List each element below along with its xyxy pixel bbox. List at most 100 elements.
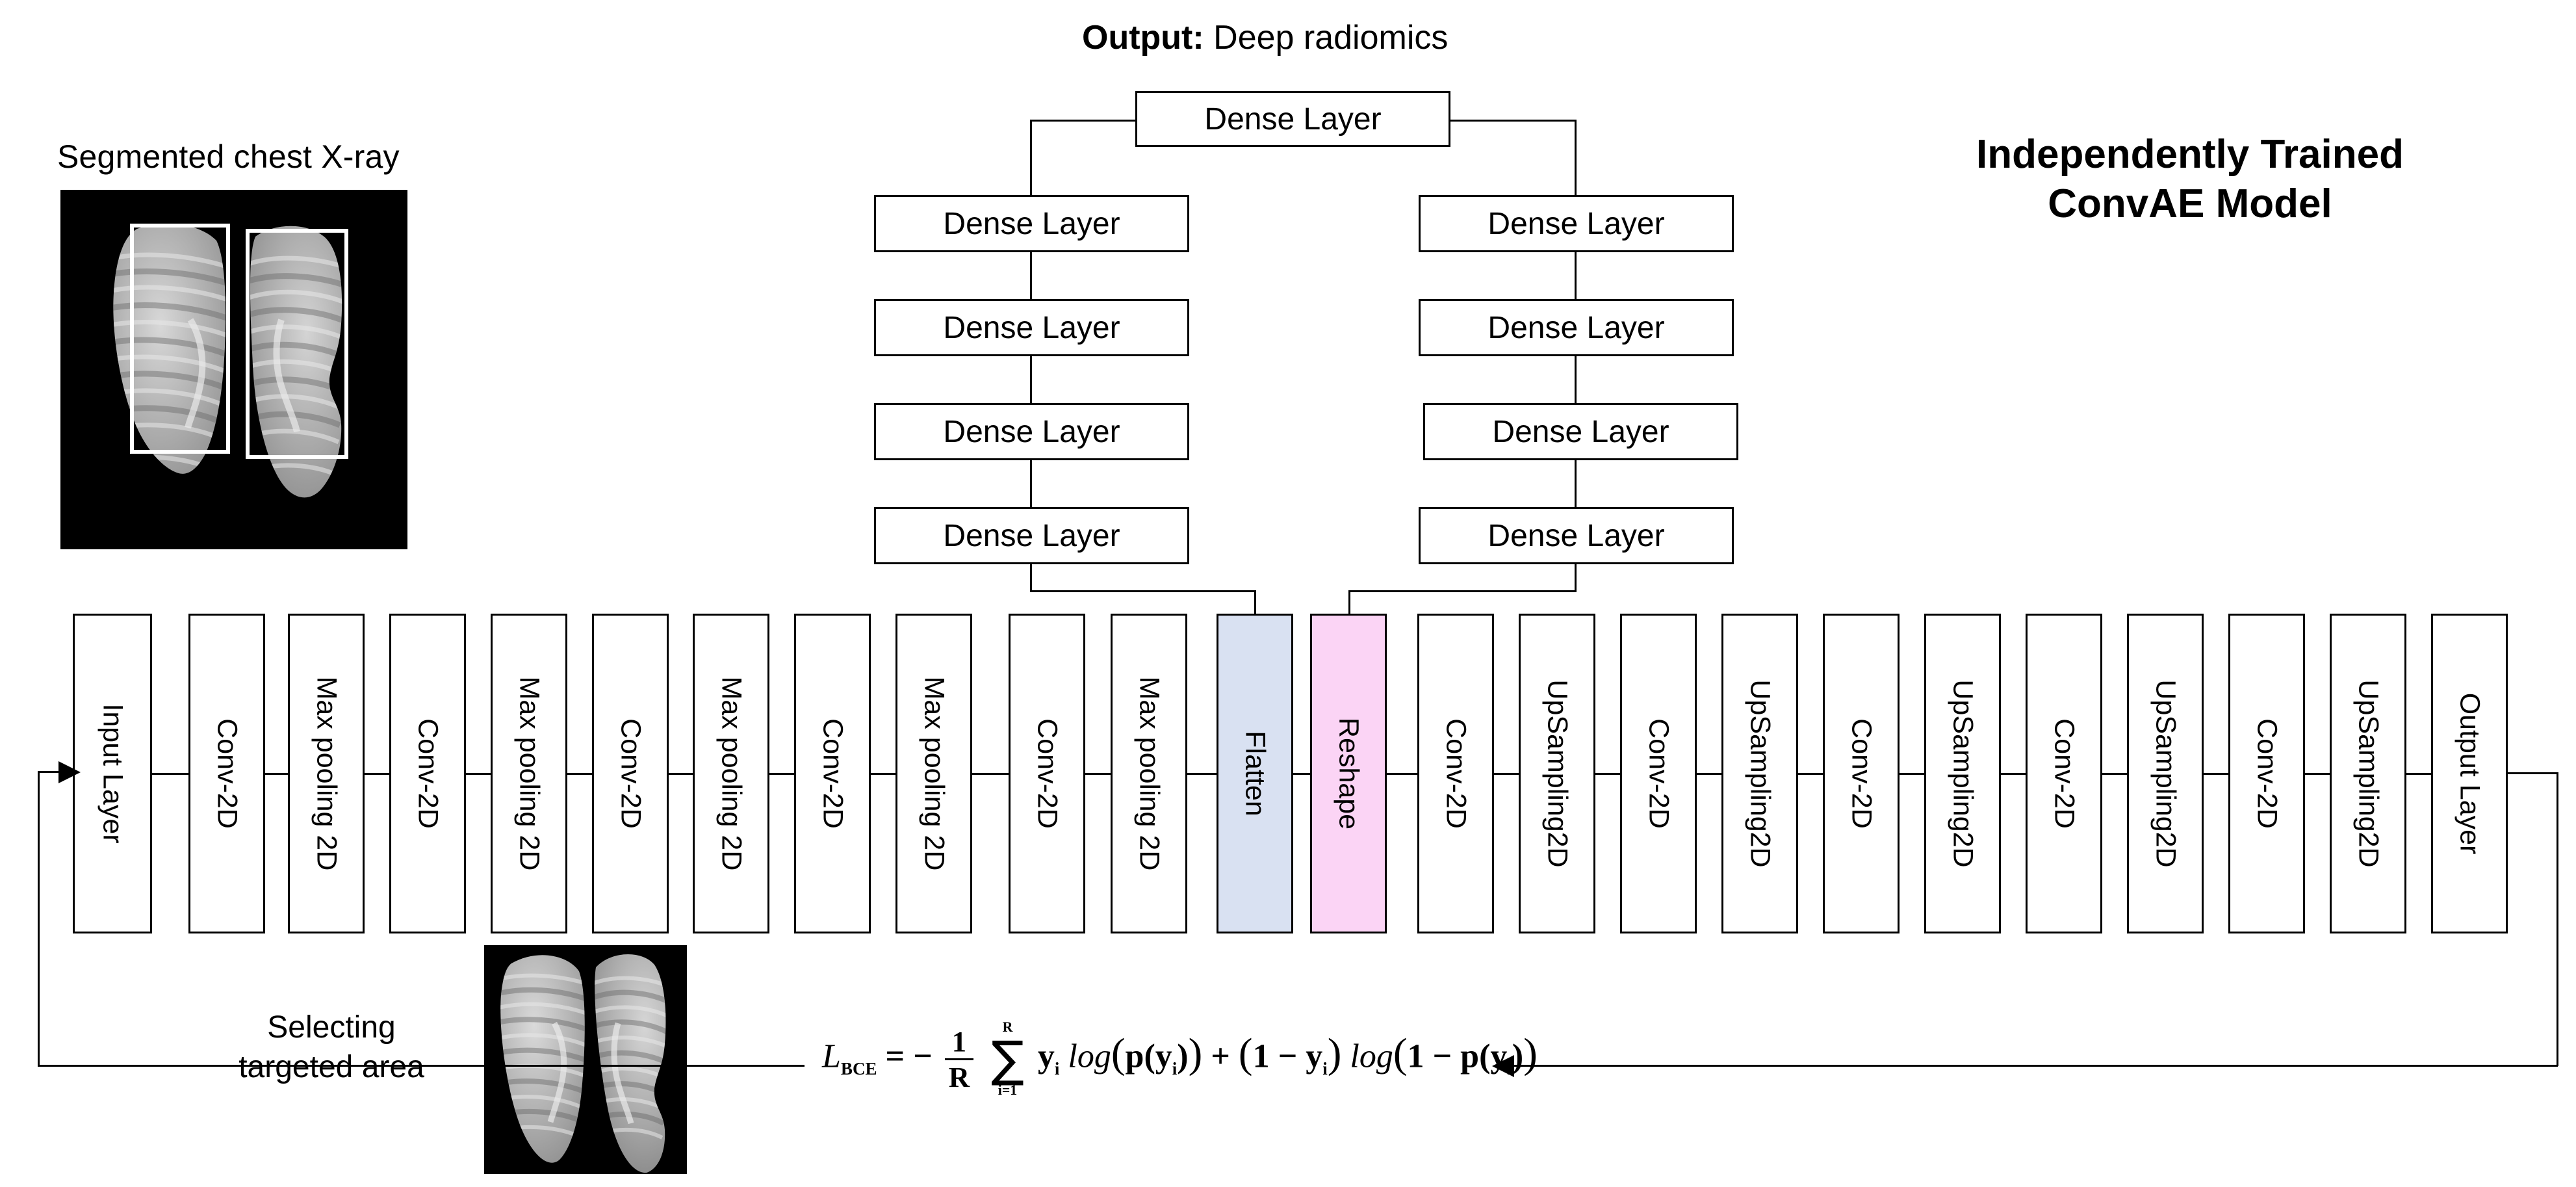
- segmented-xray-caption: Segmented chest X-ray: [57, 138, 400, 175]
- layer-box-conv-2d-21[interactable]: Conv-2D: [2228, 614, 2305, 933]
- cropped-lungs-svg: [484, 945, 687, 1174]
- layer-label: Max pooling 2D: [918, 676, 950, 871]
- connector-decoder-to-reshape-h: [1348, 590, 1577, 592]
- loss-frac-numerator: 1: [944, 1024, 974, 1061]
- layer-label: UpSampling2D: [1744, 679, 1776, 868]
- dense-layer-decoder-2[interactable]: Dense Layer: [1419, 299, 1734, 356]
- connector-layer-16-17: [1798, 773, 1823, 775]
- connector-layer-11-12: [1293, 773, 1310, 775]
- connector-decoder-2-3: [1575, 356, 1577, 404]
- cropped-lungs-xray-image: [484, 945, 687, 1174]
- connector-encoder-to-flatten-v1: [1030, 564, 1032, 592]
- layer-box-conv-2d-13[interactable]: Conv-2D: [1417, 614, 1494, 933]
- layer-box-flatten-11[interactable]: Flatten: [1217, 614, 1293, 933]
- title-line-1: Independently Trained: [1976, 132, 2404, 177]
- layer-label: Conv-2D: [615, 718, 647, 829]
- loss-sum-symbol: ∑: [991, 1030, 1024, 1088]
- layer-box-conv-2d-9[interactable]: Conv-2D: [1009, 614, 1085, 933]
- dense-layer-encoder-2[interactable]: Dense Layer: [874, 299, 1189, 356]
- loss-y-1-sub: i: [1054, 1058, 1060, 1078]
- layer-box-conv-2d-7[interactable]: Conv-2D: [794, 614, 871, 933]
- loss-log-2: log: [1350, 1037, 1393, 1075]
- dense-layer-encoder-1-label: Dense Layer: [943, 206, 1120, 241]
- dense-layer-decoder-1[interactable]: Dense Layer: [1419, 195, 1734, 252]
- output-deep-radiomics-label: Output: Deep radiomics: [1082, 18, 1448, 57]
- layer-box-upsampling2d-18[interactable]: UpSampling2D: [1924, 614, 2001, 933]
- connector-layer-1-2: [265, 773, 288, 775]
- connector-layer-0-1: [152, 773, 188, 775]
- connector-decoder-1-2: [1575, 252, 1577, 300]
- loss-y-4: y: [1490, 1037, 1508, 1075]
- dense-layer-top-label: Dense Layer: [1204, 101, 1382, 137]
- connector-return-into-input-h: [38, 771, 64, 773]
- lung-bbox-left: [130, 224, 230, 454]
- output-suffix: Deep radiomics: [1204, 19, 1449, 57]
- loss-one-2: 1: [1407, 1037, 1424, 1075]
- connector-layer-12-13: [1387, 773, 1417, 775]
- loss-minus-3: −: [1432, 1037, 1452, 1075]
- connector-output-down-v: [2557, 772, 2558, 1066]
- loss-one-1: 1: [1252, 1037, 1270, 1075]
- layer-box-upsampling2d-22[interactable]: UpSampling2D: [2330, 614, 2406, 933]
- segmented-chest-xray-image: [60, 190, 407, 549]
- layer-box-upsampling2d-14[interactable]: UpSampling2D: [1519, 614, 1595, 933]
- connector-layer-9-10: [1085, 773, 1111, 775]
- connector-layer-22-23: [2406, 773, 2431, 775]
- layer-label: UpSampling2D: [2150, 679, 2182, 868]
- layer-box-conv-2d-1[interactable]: Conv-2D: [188, 614, 265, 933]
- loss-p-1: p: [1125, 1037, 1144, 1075]
- loss-log-1: log: [1068, 1037, 1111, 1075]
- dense-layer-encoder-4[interactable]: Dense Layer: [874, 507, 1189, 564]
- connector-top-to-decoder-h: [1449, 120, 1577, 122]
- dense-layer-encoder-3-label: Dense Layer: [943, 414, 1120, 449]
- loss-arrow-head: [1492, 1055, 1514, 1077]
- layer-box-conv-2d-3[interactable]: Conv-2D: [389, 614, 466, 933]
- title-line-2: ConvAE Model: [2048, 181, 2332, 226]
- connector-decoder-to-reshape-v2: [1348, 590, 1350, 615]
- layer-box-max-pooling-2d-4[interactable]: Max pooling 2D: [491, 614, 567, 933]
- layer-box-max-pooling-2d-2[interactable]: Max pooling 2D: [288, 614, 365, 933]
- dense-layer-decoder-3[interactable]: Dense Layer: [1423, 403, 1738, 460]
- loss-frac-denominator: R: [948, 1061, 970, 1094]
- bce-loss-formula: LBCE = − 1 R R ∑ i=1 yi log(p(yi)) + (1 …: [822, 1019, 1538, 1099]
- dense-layer-encoder-1[interactable]: Dense Layer: [874, 195, 1189, 252]
- layer-box-conv-2d-15[interactable]: Conv-2D: [1620, 614, 1697, 933]
- layer-box-upsampling2d-20[interactable]: UpSampling2D: [2127, 614, 2204, 933]
- loss-minus-2: −: [1278, 1037, 1298, 1075]
- connector-layer-20-21: [2204, 773, 2228, 775]
- dense-layer-encoder-3[interactable]: Dense Layer: [874, 403, 1189, 460]
- connector-top-to-encoder-h: [1030, 120, 1137, 122]
- loss-sum-lower: i=1: [998, 1082, 1018, 1099]
- connector-layer-5-6: [669, 773, 693, 775]
- connector-return-bottom-h: [38, 1065, 805, 1067]
- layer-box-max-pooling-2d-6[interactable]: Max pooling 2D: [693, 614, 769, 933]
- connector-encoder-1-2: [1030, 252, 1032, 300]
- connector-top-to-encoder-v: [1030, 120, 1032, 196]
- dense-layer-decoder-4[interactable]: Dense Layer: [1419, 507, 1734, 564]
- layer-box-upsampling2d-16[interactable]: UpSampling2D: [1721, 614, 1798, 933]
- dense-layer-top[interactable]: Dense Layer: [1135, 91, 1450, 147]
- layer-label: Max pooling 2D: [1133, 676, 1165, 871]
- layer-label: Max pooling 2D: [715, 676, 747, 871]
- layer-box-conv-2d-19[interactable]: Conv-2D: [2026, 614, 2102, 933]
- layer-box-conv-2d-5[interactable]: Conv-2D: [592, 614, 669, 933]
- layer-box-output-layer-23[interactable]: Output Layer: [2431, 614, 2508, 933]
- layer-box-reshape-12[interactable]: Reshape: [1310, 614, 1387, 933]
- loss-sum-upper: R: [1002, 1019, 1013, 1035]
- layer-box-conv-2d-17[interactable]: Conv-2D: [1823, 614, 1900, 933]
- layer-box-input-layer-0[interactable]: Input Layer: [73, 614, 152, 933]
- layer-label: UpSampling2D: [1541, 679, 1573, 868]
- loss-y-2: y: [1155, 1037, 1172, 1075]
- loss-y-3-sub: i: [1322, 1058, 1328, 1078]
- input-arrow-head: [58, 761, 81, 783]
- connector-layer-6-7: [769, 773, 794, 775]
- lung-bbox-right: [246, 229, 348, 459]
- layer-box-max-pooling-2d-10[interactable]: Max pooling 2D: [1111, 614, 1187, 933]
- layer-box-max-pooling-2d-8[interactable]: Max pooling 2D: [895, 614, 972, 933]
- connector-layer-4-5: [567, 773, 592, 775]
- loss-plus: +: [1211, 1037, 1230, 1075]
- connector-decoder-to-reshape-v1: [1575, 564, 1577, 592]
- connector-layer-17-18: [1900, 773, 1924, 775]
- connector-encoder-to-flatten-v2: [1254, 590, 1256, 615]
- layer-label: Reshape: [1333, 717, 1365, 830]
